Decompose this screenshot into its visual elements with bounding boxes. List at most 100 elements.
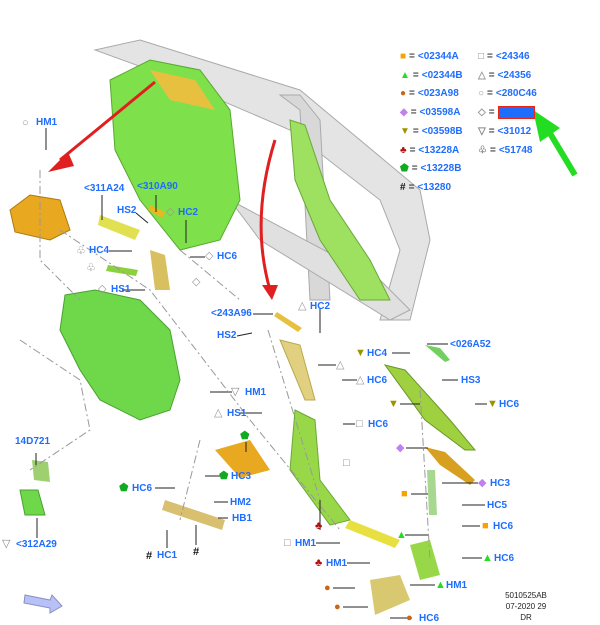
legend-ref-highlighted[interactable]: <31010 <box>497 106 536 120</box>
diamond-symbol: ◇ <box>205 250 214 262</box>
legend-ref-link[interactable]: <02344A <box>417 51 459 62</box>
callout-hs2[interactable]: HS2 <box>117 205 137 216</box>
legend-symbol-icon: ▽ <box>478 125 486 137</box>
legend-item: ◆=<03598A <box>400 107 460 119</box>
equals-sign: = <box>409 51 415 62</box>
triangle-symbol: ▲ <box>482 552 493 564</box>
callout-hc6[interactable]: HC6 <box>494 553 515 564</box>
legend-ref-link[interactable]: <24346 <box>495 51 530 62</box>
circle-symbol: ● <box>324 582 331 594</box>
callout-hc4[interactable]: HC4 <box>89 245 110 256</box>
equals-sign: = <box>488 107 495 119</box>
callout-hc4[interactable]: HC4 <box>367 348 388 359</box>
club-symbol: ♣ <box>315 557 323 569</box>
green-clip-14d721 <box>32 460 50 482</box>
circle-symbol: ● <box>406 612 413 624</box>
legend-ref-link[interactable]: <31012 <box>497 125 532 137</box>
red-arrows <box>59 80 277 291</box>
green-cover-312a29 <box>19 489 46 516</box>
green-pillar-trim-right <box>383 364 477 451</box>
callout-hm1[interactable]: HM1 <box>36 117 58 128</box>
callout-026a52[interactable]: <026A52 <box>450 339 491 350</box>
legend-ref-link[interactable]: <51748 <box>498 144 533 156</box>
legend-symbol-icon: ♧ <box>478 144 487 156</box>
callout-hc6[interactable]: HC6 <box>493 521 514 532</box>
legend-ref-link[interactable]: <03598A <box>419 107 461 119</box>
pentagon-symbol: ⬟ <box>219 470 229 482</box>
pentagon-symbol: ⬟ <box>119 482 129 494</box>
callout-hm1[interactable]: HM1 <box>245 387 267 398</box>
callout-hm2[interactable]: HM2 <box>230 497 252 508</box>
callout-hs1[interactable]: HS1 <box>111 284 131 295</box>
yellow-sill <box>345 520 400 548</box>
callout-hc6[interactable]: HC6 <box>367 375 388 386</box>
callout-hs2[interactable]: HS2 <box>217 330 237 341</box>
legend-symbol-icon: ◆ <box>400 107 408 119</box>
triangle-symbol: △ <box>214 407 223 419</box>
legend-item: ○=<280C46 <box>478 88 537 100</box>
hash-symbol: # <box>193 546 200 558</box>
callout-hs3[interactable]: HS3 <box>461 375 481 386</box>
green-strip-right <box>427 470 437 515</box>
legend-item: ⬟=<13228B <box>400 163 461 175</box>
callout-hb1[interactable]: HB1 <box>232 513 253 524</box>
legend-ref-link[interactable]: <13228A <box>418 144 460 156</box>
callout-hc1[interactable]: HC1 <box>157 550 178 561</box>
callout-hc6[interactable]: HC6 <box>499 399 520 410</box>
pentagon-symbol: ⬟ <box>240 430 250 442</box>
legend-ref-link[interactable]: <13228B <box>420 163 462 175</box>
beige-bracket <box>150 250 170 290</box>
legend-item: □=<24346 <box>478 51 530 63</box>
legend-ref-link[interactable]: <03598B <box>421 125 463 137</box>
callout-hc2[interactable]: HC2 <box>178 207 199 218</box>
callout-311a24[interactable]: <311A24 <box>84 183 125 194</box>
legend-item: ♧=<51748 <box>478 145 532 157</box>
legend-symbol-icon: # <box>400 181 406 193</box>
callout-hm1[interactable]: HM1 <box>326 558 348 569</box>
circle-symbol: ● <box>334 601 341 613</box>
legend-ref-link[interactable]: <023A98 <box>417 88 459 100</box>
callout-hs1[interactable]: HS1 <box>227 408 247 419</box>
diamond-symbol: ◇ <box>192 276 201 288</box>
callout-hm1[interactable]: HM1 <box>446 580 468 591</box>
green-clip-026a52 <box>425 345 450 362</box>
callout-14d721[interactable]: 14D721 <box>15 436 51 447</box>
legend-symbol-icon: ♣ <box>400 144 407 156</box>
equals-sign: = <box>409 88 415 100</box>
equals-sign: = <box>488 125 495 137</box>
legend-ref-link[interactable]: <13280 <box>417 181 452 193</box>
front-direction-arrow <box>23 594 63 614</box>
callout-hc6[interactable]: HC6 <box>368 419 389 430</box>
callout-hc3[interactable]: HC3 <box>231 471 252 482</box>
equals-sign: = <box>489 144 496 156</box>
callout-hc2[interactable]: HC2 <box>310 301 331 312</box>
inverted-triangle-symbol: ▼ <box>388 398 399 410</box>
dash-dot-lines <box>19 170 431 561</box>
callout-312a29[interactable]: <312A29 <box>16 539 57 550</box>
callout-243a96[interactable]: <243A96 <box>211 308 252 319</box>
legend-ref-link[interactable]: <02344B <box>421 69 463 81</box>
callout-hc6[interactable]: HC6 <box>217 251 238 262</box>
legend-ref-link[interactable]: <24356 <box>497 69 532 81</box>
triangle-symbol: ▲ <box>396 529 407 541</box>
club-symbol: ♧ <box>86 262 96 274</box>
inverted-triangle-symbol: ▼ <box>355 347 366 359</box>
callout-hc3[interactable]: HC3 <box>490 478 511 489</box>
inverted-triangle-symbol: ▽ <box>2 538 11 550</box>
square-symbol: ■ <box>482 520 489 532</box>
inverted-triangle-symbol: ▼ <box>487 398 498 410</box>
callout-hc6[interactable]: HC6 <box>132 483 153 494</box>
green-strip <box>106 265 138 276</box>
equals-sign: = <box>412 125 419 137</box>
legend-ref-link[interactable]: <280C46 <box>495 88 537 100</box>
callout-hc6[interactable]: HC6 <box>419 613 440 624</box>
equals-sign: = <box>411 163 418 175</box>
equals-sign: = <box>487 88 493 100</box>
callout-310a90[interactable]: <310A90 <box>137 181 178 192</box>
callout-hc5[interactable]: HC5 <box>487 500 508 511</box>
callout-hm1[interactable]: HM1 <box>295 538 317 549</box>
triangle-symbol: △ <box>356 374 365 386</box>
triangle-symbol: ▲ <box>435 579 446 591</box>
